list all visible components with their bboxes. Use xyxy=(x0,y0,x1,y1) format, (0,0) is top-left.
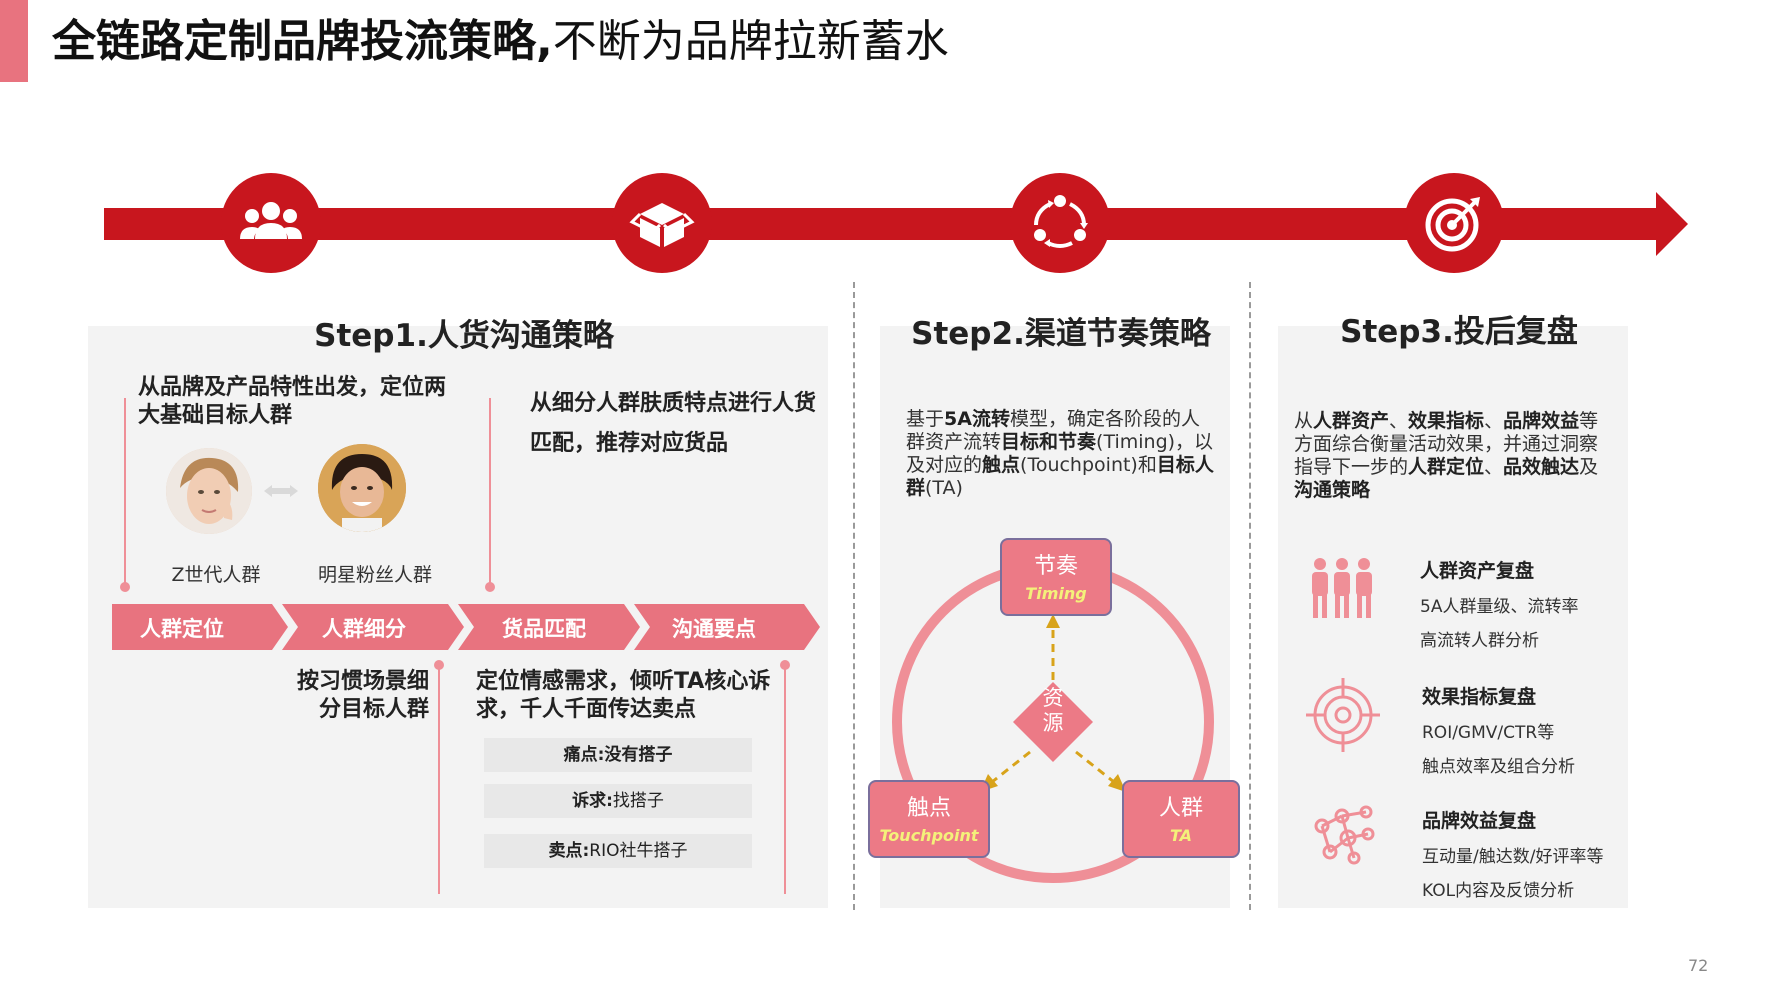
persona-1-label: Z世代人群 xyxy=(171,564,261,586)
resource-diamond xyxy=(1013,682,1093,762)
step3-item3-line2: KOL内容及反馈分析 xyxy=(1422,881,1575,901)
timeline-arrow-head xyxy=(1656,192,1688,256)
resource-label: 资源 xyxy=(1042,686,1064,735)
box-icon xyxy=(629,203,695,247)
step1-sub-dot-left xyxy=(434,660,444,670)
avatar-star-fans xyxy=(318,444,406,532)
step-circle-4 xyxy=(1404,173,1504,273)
arrow-to-ta xyxy=(1075,750,1115,784)
node-timing-en: Timing xyxy=(1025,584,1087,603)
step2-title: Step2.渠道节奏策略 xyxy=(911,316,1211,352)
double-arrow-icon xyxy=(264,482,298,497)
chevron-shape-1 xyxy=(112,604,288,650)
arrow-to-touch xyxy=(991,750,1031,784)
step1-bottom-right-text: 定位情感需求，倾听TA核心诉求，千人千面传达卖点 xyxy=(476,669,771,722)
step2-description: 基于5A流转模型，确定各阶段的人群资产流转目标和节奏(Timing)，以及对应的… xyxy=(906,408,1214,499)
divider-2 xyxy=(1249,282,1251,910)
target-icon xyxy=(1425,197,1480,252)
chevron-shape-2 xyxy=(282,604,464,650)
step3-item1-line1: 5A人群量级、流转率 xyxy=(1420,597,1579,617)
step3-item2-line2: 触点效率及组合分析 xyxy=(1422,757,1575,777)
step3-item1-line2: 高流转人群分析 xyxy=(1420,631,1539,651)
step-circle-1 xyxy=(221,173,321,273)
point-label-2: 诉求: xyxy=(572,791,613,811)
network-icon xyxy=(1314,805,1375,865)
step1-title: Step1.人货沟通策略 xyxy=(314,318,614,354)
point-band-1: 痛点:没有搭子 xyxy=(484,738,752,772)
chevron-shape-3 xyxy=(458,604,640,650)
point-value-1: 没有搭子 xyxy=(604,745,673,765)
divider-1 xyxy=(853,282,855,910)
node-ta: 人群 TA xyxy=(1122,780,1240,858)
node-touchpoint: 触点 Touchpoint xyxy=(868,780,990,858)
node-touch-cn: 触点 xyxy=(906,796,951,821)
step3-title: Step3.投后复盘 xyxy=(1340,314,1578,350)
step1-left-text: 从品牌及产品特性出发，定位两大基础目标人群 xyxy=(138,375,447,428)
step1-sub-dot-right xyxy=(780,660,790,670)
point-value-2: 找搭子 xyxy=(612,791,664,811)
step-circle-3 xyxy=(1010,173,1110,273)
chevron-label-4: 沟通要点 xyxy=(672,617,756,641)
point-band-2: 诉求:找搭子 xyxy=(484,784,752,818)
chevron-label-2: 人群细分 xyxy=(322,617,406,641)
chevron-row xyxy=(112,604,820,650)
node-ta-en: TA xyxy=(1169,826,1193,845)
step1-sub-line-right xyxy=(784,668,786,894)
cycle-icon xyxy=(1034,195,1088,248)
step1-left-dot xyxy=(120,582,130,592)
step3-item3-head: 品牌效益复盘 xyxy=(1422,810,1537,832)
chevron-shape-4 xyxy=(634,604,820,650)
step3-item1-head: 人群资产复盘 xyxy=(1420,560,1535,582)
people-icon xyxy=(240,202,302,239)
point-label-1: 痛点: xyxy=(563,745,605,765)
step-circle-2 xyxy=(612,173,712,273)
step3-item3-line1: 互动量/触达数/好评率等 xyxy=(1422,847,1604,867)
persona-2-label: 明星粉丝人群 xyxy=(317,564,432,586)
point-value-3: RIO社牛搭子 xyxy=(589,841,688,861)
chevron-label-3: 货品匹配 xyxy=(502,617,586,641)
point-label-3: 卖点: xyxy=(548,841,590,861)
page-title: 全链路定制品牌投流策略,不断为品牌拉新蓄水 xyxy=(52,14,949,70)
group-icon xyxy=(1312,558,1372,618)
node-timing: 节奏 Timing xyxy=(1000,538,1112,616)
step3-item2-head: 效果指标复盘 xyxy=(1422,686,1537,708)
node-touch-en: Touchpoint xyxy=(879,826,979,845)
page-title-bold: 全链路定制品牌投流策略, xyxy=(52,16,553,67)
step1-mid-line xyxy=(489,398,491,586)
step1-right-text: 从细分人群肤质特点进行人货匹配，推荐对应货品 xyxy=(530,391,817,456)
step1-sub-line-left xyxy=(438,668,440,894)
node-ta-cn: 人群 xyxy=(1158,796,1203,821)
step3-description: 从人群资产、效果指标、品牌效益等方面综合衡量活动效果，并通过洞察指导下一步的人群… xyxy=(1294,410,1599,501)
page-title-normal: 不断为品牌拉新蓄水 xyxy=(552,16,949,67)
avatar-z-generation xyxy=(166,448,252,534)
step3-item2-line1: ROI/GMV/CTR等 xyxy=(1422,723,1555,743)
chevron-label-1: 人群定位 xyxy=(140,617,224,641)
step1-bottom-left-text: 按习惯场景细分目标人群 xyxy=(296,669,429,722)
step1-left-line xyxy=(124,398,126,586)
page-number: 72 xyxy=(1688,956,1709,975)
step1-mid-dot xyxy=(485,582,495,592)
point-band-3: 卖点:RIO社牛搭子 xyxy=(484,834,752,868)
crosshair-icon xyxy=(1306,678,1380,752)
node-timing-cn: 节奏 xyxy=(1033,554,1078,579)
title-accent-bar xyxy=(0,0,28,82)
